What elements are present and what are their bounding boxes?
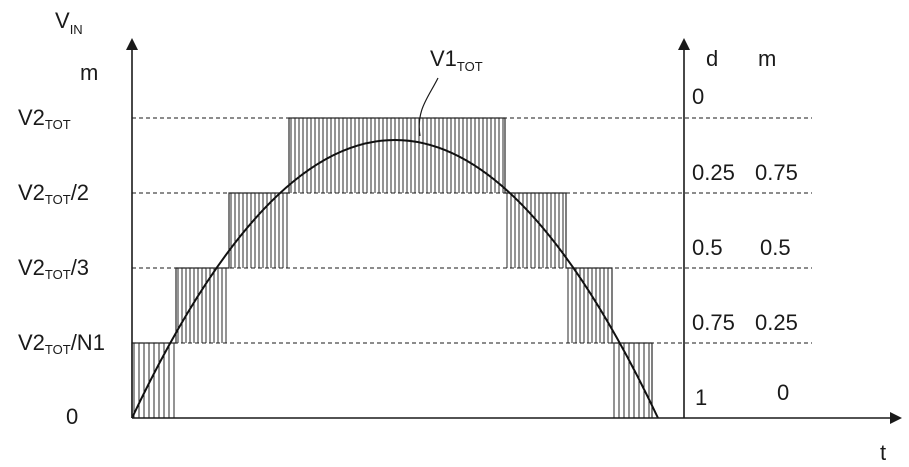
v1tot-leader	[418, 77, 439, 137]
v1tot-label: V1TOT	[430, 46, 483, 74]
v1tot-curve	[131, 139, 659, 419]
d-value-4: 1	[695, 385, 707, 410]
d-value-1: 0.25	[692, 160, 735, 185]
m-value-3: 0.25	[755, 310, 798, 335]
right-axis-m-label: m	[758, 46, 776, 71]
level-label-v2tot-n1: V2TOT/N1	[18, 330, 105, 357]
m-value-1: 0.75	[755, 160, 798, 185]
level-label-v2tot-half: V2TOT/2	[18, 180, 89, 207]
right-axis-d-label: d	[706, 46, 718, 71]
x-axis-title: t	[880, 440, 886, 465]
level-label-v2tot-third: V2TOT/3	[18, 255, 89, 282]
y-axis-title-m: m	[80, 60, 98, 85]
level-label-zero: 0	[66, 404, 78, 429]
level-label-v2tot: V2TOT	[18, 105, 71, 132]
d-value-2: 0.5	[692, 235, 723, 260]
m-value-4: 0	[777, 380, 789, 405]
staircase-outline	[131, 117, 653, 418]
d-value-0: 0	[692, 84, 704, 109]
y-axis-title: VIN	[55, 8, 83, 37]
m-value-2: 0.5	[760, 235, 791, 260]
d-value-3: 0.75	[692, 310, 735, 335]
